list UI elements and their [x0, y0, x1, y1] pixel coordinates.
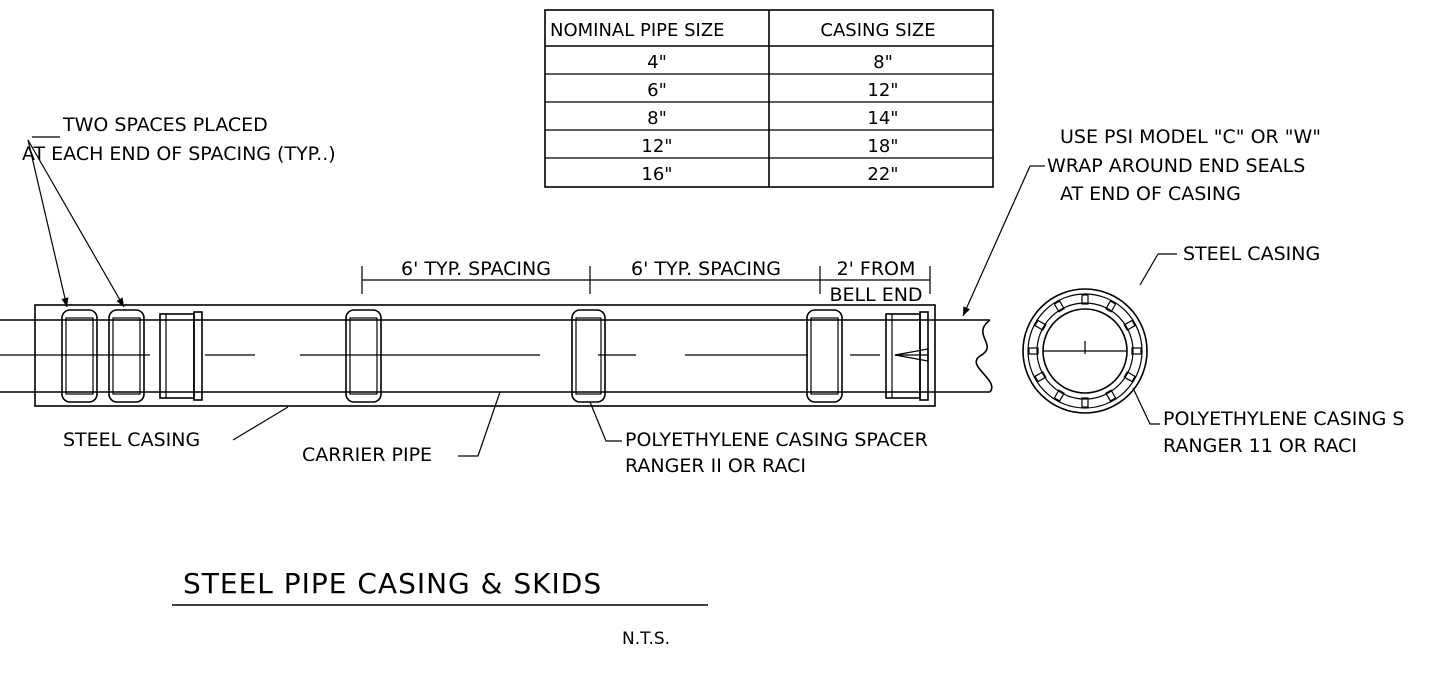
spacer-label-line1: POLYETHYLENE CASING SPACER	[625, 429, 928, 451]
bell-label-2: BELL END	[829, 284, 922, 306]
spacer-runner	[1105, 300, 1117, 313]
spacer-runner	[1123, 319, 1136, 331]
casing-section-view: STEEL CASING POLYETHYLENE CASING S RANGE…	[1022, 243, 1404, 457]
table-cell-nominal: 12"	[641, 136, 672, 157]
spacers-note-line2: AT EACH END OF SPACING (TYP..)	[22, 143, 336, 165]
end-seal-line3: AT END OF CASING	[1060, 183, 1241, 205]
casing-spacer	[806, 309, 843, 403]
drawing-title: STEEL PIPE CASING & SKIDS N.T.S.	[172, 567, 708, 649]
table-row: 16" 22"	[641, 164, 898, 185]
leader-arrow	[27, 139, 125, 308]
table-header-nominal: NOMINAL PIPE SIZE	[550, 20, 725, 41]
table-cell-nominal: 4"	[647, 52, 667, 73]
section-spacer-line2: RANGER 11 OR RACI	[1163, 435, 1357, 457]
spacer-runner	[1081, 397, 1089, 408]
table-cell-casing: 12"	[867, 80, 898, 101]
spacer-runner	[1053, 300, 1065, 313]
table-cell-casing: 8"	[873, 52, 893, 73]
spacer-runner	[1123, 371, 1136, 383]
spacer-label-line2: RANGER II OR RACI	[625, 455, 806, 477]
title-text: STEEL PIPE CASING & SKIDS	[183, 567, 602, 600]
table-cell-casing: 18"	[867, 136, 898, 157]
casing-spacer	[108, 309, 145, 403]
bell-label-1: 2' FROM	[837, 258, 916, 280]
spacers-note: TWO SPACES PLACED AT EACH END OF SPACING…	[22, 114, 336, 308]
leader-arrow	[962, 165, 1031, 317]
table-row: 8" 14"	[647, 108, 898, 129]
leader-arrow	[27, 139, 69, 308]
scale-text: N.T.S.	[622, 629, 670, 649]
table-header-casing: CASING SIZE	[820, 20, 935, 41]
end-seal-note: USE PSI MODEL "C" OR "W" WRAP AROUND END…	[962, 126, 1321, 317]
table-row: 4" 8"	[647, 52, 893, 73]
spacers-note-line1: TWO SPACES PLACED	[62, 114, 268, 136]
spacing-label-1: 6' TYP. SPACING	[401, 258, 551, 280]
casing-spacer	[61, 309, 98, 403]
end-seal-line2: WRAP AROUND END SEALS	[1047, 155, 1305, 177]
pipe-elevation	[0, 304, 993, 407]
table-cell-nominal: 6"	[647, 80, 667, 101]
spacer-runner	[1081, 294, 1089, 305]
casing-spacer	[571, 309, 606, 403]
spacer-runner	[1131, 347, 1142, 355]
steel-casing-label: STEEL CASING	[63, 429, 200, 451]
spacing-label-2: 6' TYP. SPACING	[631, 258, 781, 280]
table-cell-casing: 22"	[867, 164, 898, 185]
table-cell-nominal: 8"	[647, 108, 667, 129]
spacer-runner	[1034, 319, 1047, 331]
spacer-runner	[1028, 347, 1039, 355]
spacer-runner	[1105, 389, 1117, 402]
table-row: 6" 12"	[647, 80, 898, 101]
carrier-pipe-label: CARRIER PIPE	[302, 444, 432, 466]
casing-spacer	[345, 309, 382, 403]
elevation-labels: STEEL CASING CARRIER PIPE POLYETHYLENE C…	[63, 391, 928, 477]
table-cell-nominal: 16"	[641, 164, 672, 185]
bell-joint	[885, 311, 929, 401]
table-cell-casing: 14"	[867, 108, 898, 129]
spacer-runner	[1034, 371, 1047, 383]
spacer-runner	[1053, 389, 1065, 402]
spacing-dimension: 6' TYP. SPACING 6' TYP. SPACING 2' FROM …	[361, 258, 931, 306]
end-seal-line1: USE PSI MODEL "C" OR "W"	[1060, 126, 1321, 148]
section-spacer-line1: POLYETHYLENE CASING S	[1163, 408, 1404, 430]
table-row: 12" 18"	[641, 136, 898, 157]
bell-joint	[159, 311, 203, 401]
pipe-size-table: NOMINAL PIPE SIZE CASING SIZE 4" 8" 6" 1…	[544, 9, 994, 188]
steel-casing-section-label: STEEL CASING	[1183, 243, 1320, 265]
